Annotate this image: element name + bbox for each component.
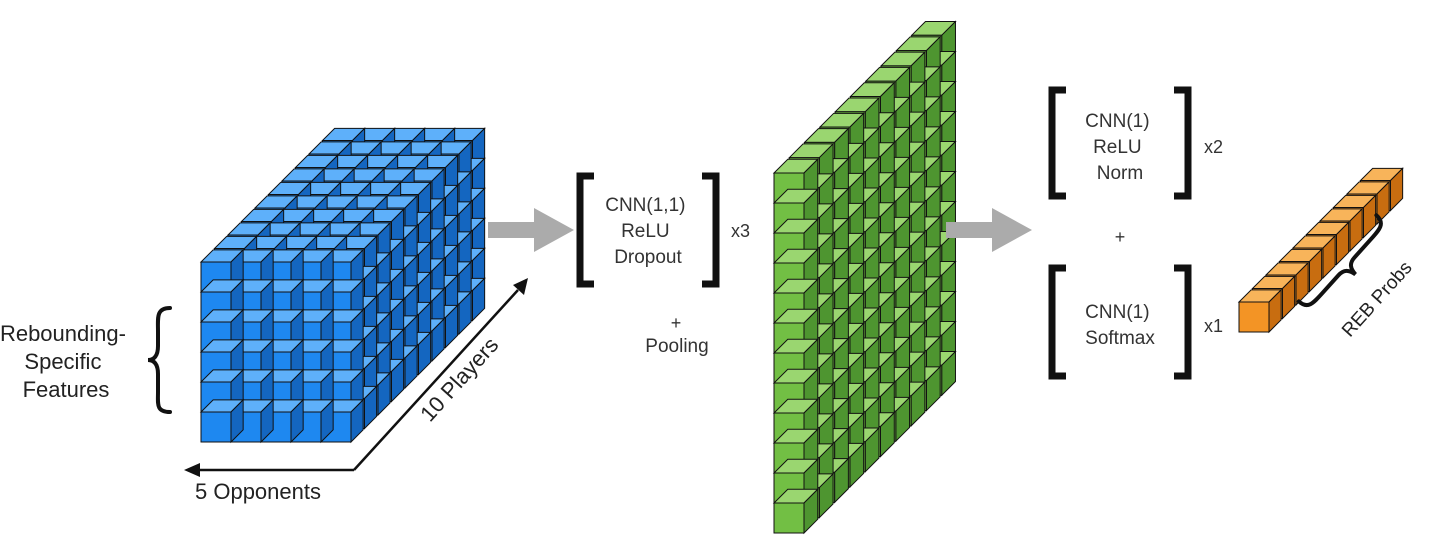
block3-multiplier: x1: [1204, 316, 1223, 336]
block1-plus: +: [671, 313, 682, 333]
input-tensor-cubes: [199, 127, 486, 444]
block1-pooling: Pooling: [645, 336, 708, 357]
orange-cube: [1237, 288, 1283, 334]
players-axis-arrow: [353, 278, 528, 471]
green-cube: [772, 248, 819, 295]
green-cube: [772, 488, 819, 535]
block-plus: +: [1115, 227, 1126, 247]
block2-multiplier: x2: [1204, 137, 1223, 157]
opponents-label: 5 Opponents: [195, 479, 321, 504]
opponents-axis-arrow: [184, 463, 354, 477]
block2-layers: CNN(1) ReLU Norm: [1085, 111, 1155, 184]
blue-cube: [199, 398, 245, 444]
block2-brackets: [1048, 86, 1192, 200]
hidden-tensor-cubes: [772, 20, 957, 535]
flow-arrow-1-icon: [488, 208, 574, 252]
features-label: Rebounding- Specific Features: [0, 321, 132, 402]
features-brace-icon: [147, 306, 172, 414]
block3-brackets: [1048, 264, 1192, 380]
flow-arrow-2-icon: [946, 208, 1032, 252]
block1-layers: CNN(1,1) ReLU Dropout: [605, 195, 691, 268]
block1-brackets: [576, 172, 720, 288]
output-vector-cubes: [1237, 167, 1404, 334]
output-brace-icon: [1296, 213, 1383, 308]
block1-multiplier: x3: [731, 221, 750, 241]
block3-layers: CNN(1) Softmax: [1085, 302, 1155, 349]
